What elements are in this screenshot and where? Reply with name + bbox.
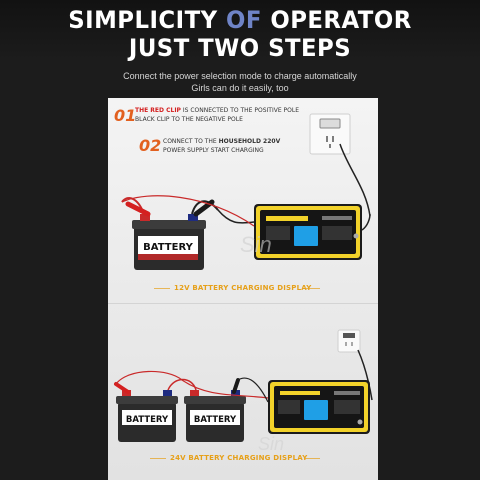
battery-24v-left-icon: BATTERY — [116, 390, 178, 442]
title-line-2: JUST TWO STEPS — [128, 34, 352, 62]
charger-24v-icon — [268, 380, 370, 434]
caption-rule-left — [154, 288, 170, 289]
step-1-line-1: THE RED CLIP IS CONNECTED TO THE POSITIV… — [135, 107, 299, 115]
title-accent-text: OF — [226, 6, 262, 34]
title-text-end: OPERATOR — [261, 6, 412, 34]
scene-divider — [108, 303, 378, 304]
step-1-line-2: BLACK CLIP TO THE NEGATIVE POLE — [135, 116, 243, 123]
series-cables-icon — [114, 370, 269, 403]
caption-24v: 24V BATTERY CHARGING DISPLAY — [170, 454, 308, 462]
step-1-number: 01 — [114, 106, 137, 125]
watermark-text: Sin — [240, 232, 272, 257]
step-1-line-1-rest: IS CONNECTED TO THE POSITIVE POLE — [180, 107, 299, 114]
subtitle-line-1: Connect the power selection mode to char… — [123, 71, 357, 81]
caption-rule-right-2 — [304, 458, 320, 459]
step-2-line-2: POWER SUPPLY START CHARGING — [163, 147, 264, 154]
subtitle-line-2: Girls can do it easily, too — [191, 83, 289, 93]
charger-12v-icon — [254, 204, 371, 260]
wall-outlet-icon — [309, 113, 371, 217]
watermark-text-2: Sin — [258, 434, 284, 454]
title-text: SIMPLICITY — [68, 6, 227, 34]
caption-rule-left-2 — [150, 458, 166, 459]
battery-12v-icon: BATTERY — [132, 214, 206, 270]
step-2-number: 02 — [139, 136, 162, 155]
caption-12v: 12V BATTERY CHARGING DISPLAY — [174, 284, 312, 292]
battery-label: BATTERY — [143, 242, 193, 253]
battery-label-right: BATTERY — [194, 415, 237, 425]
cable-clips-icon — [121, 195, 255, 227]
step-2-line-1-bold: HOUSEHOLD 220V — [218, 138, 281, 145]
wall-outlet-small-icon — [337, 329, 373, 401]
step-2-line-1-start: CONNECT TO THE — [163, 138, 219, 145]
step-2-line-1: CONNECT TO THE HOUSEHOLD 220V — [163, 138, 280, 146]
battery-24v-right-icon: BATTERY — [184, 390, 246, 442]
red-clip-label: THE RED CLIP — [135, 107, 181, 114]
charging-illustration: BATTERY — [114, 113, 373, 454]
caption-rule-right — [304, 288, 320, 289]
title-line-1: SIMPLICITY OF OPERATOR — [12, 6, 468, 34]
instruction-panel: 01 THE RED CLIP IS CONNECTED TO THE POSI… — [108, 98, 378, 480]
battery-label-left: BATTERY — [126, 415, 169, 425]
